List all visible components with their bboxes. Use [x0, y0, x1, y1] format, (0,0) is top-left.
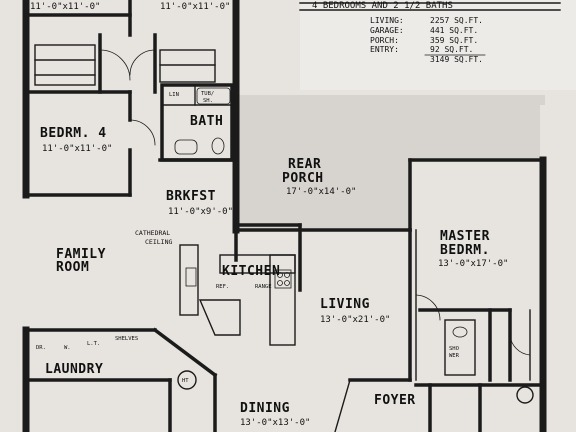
cathedral-ceiling-note: CEILING: [145, 238, 172, 246]
stat-total: 3149 SQ.FT.: [430, 55, 483, 64]
plan-banner: 4 BEDROOMS AND 2 1/2 BATHS: [312, 1, 453, 11]
shower-label: SHO: [449, 346, 459, 352]
refrigerator-label: REF.: [216, 284, 229, 290]
room-name-rear-porch: PORCH: [282, 171, 324, 186]
room-name-kitchen: KITCHEN: [222, 264, 280, 279]
room-name-master: MASTER: [440, 229, 490, 244]
room-name-laundry: LAUNDRY: [45, 362, 103, 377]
room-name-family: ROOM: [56, 260, 89, 275]
stat-label: LIVING:: [370, 16, 404, 25]
stat-value: 2257 SQ.FT.: [430, 16, 483, 25]
room-name-rear-porch: REAR: [288, 157, 321, 172]
washer-label: W.: [64, 345, 71, 351]
tub-label: TUB/: [201, 91, 214, 97]
stat-label: GARAGE:: [370, 26, 404, 35]
stat-value: 441 SQ.FT.: [430, 26, 478, 35]
interior-walls: [24, 0, 545, 432]
header-block: 11'-0"x11'-0" 11'-0"x11'-0" 4 BEDROOMS A…: [30, 1, 561, 12]
tub-label: SH.: [203, 98, 213, 104]
laundry-tub-label: L.T.: [87, 341, 100, 347]
stat-label: ENTRY:: [370, 45, 399, 54]
room-name-breakfast: BRKFST: [166, 189, 216, 204]
cathedral-ceiling-note: CATHEDRAL: [135, 229, 170, 237]
water-heater-label: HT: [182, 378, 189, 384]
room-name-dining: DINING: [240, 401, 290, 416]
dryer-label: DR.: [36, 345, 46, 351]
area-stats: LIVING: 2257 SQ.FT. GARAGE: 441 SQ.FT. P…: [370, 16, 486, 64]
room-name-bedroom-4: BEDRM. 4: [40, 126, 107, 141]
room-dims-bedroom-4: 11'-0"x11'-0": [42, 144, 112, 154]
rear-porch-area: [238, 95, 545, 230]
stat-label: PORCH:: [370, 36, 399, 45]
room-name-master: BEDRM.: [440, 243, 490, 258]
top-middle-room-dims: 11'-0"x11'-0": [160, 2, 230, 12]
room-dims-master: 13'-0"x17'-0": [438, 259, 508, 269]
room-dims-dining: 13'-0"x13'-0": [240, 418, 310, 428]
room-dims-living: 13'-0"x21'-0": [320, 315, 390, 325]
top-left-room-dims: 11'-0"x11'-0": [30, 2, 100, 12]
stat-value: 359 SQ.FT.: [430, 36, 478, 45]
room-name-foyer: FOYER: [374, 393, 416, 408]
linen-label: LIN: [169, 92, 179, 98]
stat-value: 92 SQ.FT.: [430, 45, 473, 54]
room-dims-breakfast: 11'-0"x9'-0": [168, 207, 233, 217]
room-name-bath: BATH: [190, 114, 223, 129]
room-name-living: LIVING: [320, 297, 370, 312]
shower-label: WER: [449, 353, 460, 359]
shelves-label: SHELVES: [115, 336, 138, 342]
range-label: RANGE: [255, 284, 272, 290]
room-dims-rear-porch: 17'-0"x14'-0": [286, 187, 356, 197]
room-name-family: FAMILY: [56, 247, 106, 262]
